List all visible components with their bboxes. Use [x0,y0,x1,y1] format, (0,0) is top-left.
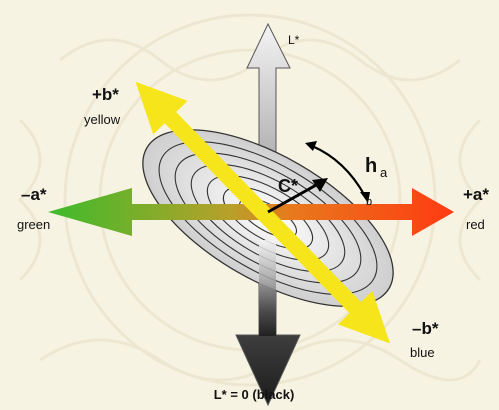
chroma-label: C* [278,176,298,196]
hue-angle-arc [305,141,370,203]
minus-b-label: –b* [412,319,439,338]
red-label: red [466,217,485,232]
hue-small-b: b [366,196,372,208]
yellow-label: yellow [84,112,121,127]
l-axis-label: L* [288,33,300,47]
l-zero-label: L* = 0 (black) [214,387,295,402]
b-axis-arrow [135,81,391,344]
plus-b-label: +b* [92,85,119,104]
green-label: green [17,217,50,232]
a-axis-arrow [48,188,454,236]
hue-label: h [365,155,377,177]
hue-subscript: a [380,165,388,180]
minus-a-label: –a* [21,185,47,204]
blue-label: blue [410,345,435,360]
chroma-arrow [267,178,328,214]
l-axis-shaft-front [259,240,276,336]
plus-a-label: +a* [463,185,489,204]
